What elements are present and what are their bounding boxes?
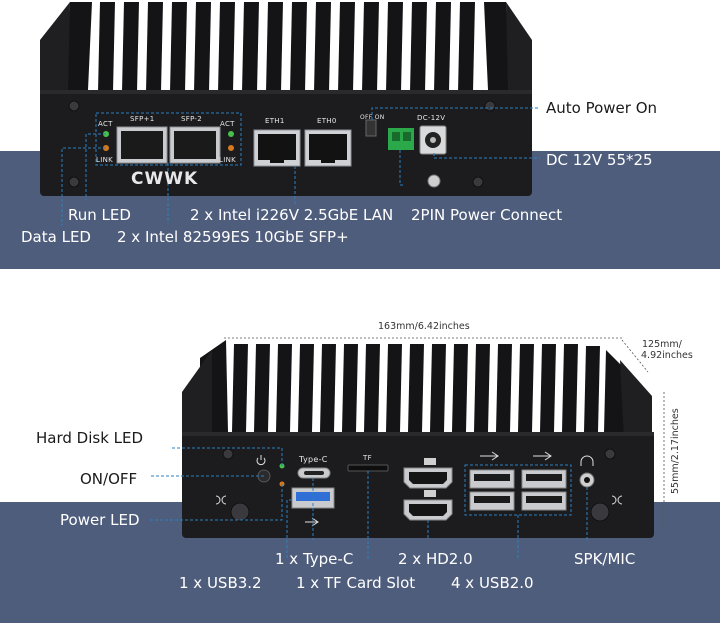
wifi-antenna-icon-left [215, 495, 227, 505]
ground-screw [427, 174, 441, 188]
wifi-antenna-icon-right [611, 495, 623, 505]
callout-type-c: 1 x Type-C [275, 550, 354, 568]
bottom-leader-lines [150, 447, 588, 560]
callout-spk-mic: SPK/MIC [574, 550, 636, 568]
callout-power-led: Power LED [60, 511, 140, 529]
label-off-on: OFF ON [360, 114, 385, 121]
bottom-panel-icons [215, 451, 623, 527]
callout-sfp: 2 x Intel 82599ES 10GbE SFP+ [117, 228, 349, 246]
callout-usb32: 1 x USB3.2 [179, 574, 262, 592]
bottom-screw-bl [230, 502, 250, 522]
tf-card-slot [347, 464, 389, 472]
label-type-c: Type-C [299, 455, 328, 464]
dimension-lines [224, 337, 665, 528]
callout-dc-jack: DC 12V 55*25 [546, 151, 653, 169]
callout-data-led: Data LED [21, 228, 91, 246]
callout-hdd-led: Hard Disk LED [36, 429, 144, 447]
dimension-depth-line2: 4.92inches [641, 350, 693, 361]
label-eth0: ETH0 [317, 117, 337, 125]
top-chassis-left-side [40, 2, 70, 92]
hdmi-logo-icon-2 [424, 490, 436, 497]
callout-auto-power-on: Auto Power On [546, 99, 658, 117]
hdmi-logo-icon-1 [424, 458, 436, 465]
eth-ports [253, 129, 352, 167]
top-chassis-right-side [506, 2, 532, 92]
label-act-left: ACT [98, 120, 113, 128]
top-heatsink-fins [66, 2, 510, 92]
callout-usb20: 4 x USB2.0 [451, 574, 534, 592]
label-act-right: ACT [220, 120, 235, 128]
label-sfp1: SFP+1 [130, 115, 155, 123]
label-dc-rating: DC-12V [417, 114, 446, 122]
top-screw-tl [68, 100, 80, 112]
bottom-chassis-left-side [182, 350, 212, 440]
data-led-right [228, 145, 234, 151]
top-screw-bl [68, 176, 80, 188]
auto-power-switch [365, 119, 377, 137]
dimension-height: 55mm/2.17inches [670, 408, 681, 494]
usb-symbol-icon-2 [480, 451, 499, 461]
callout-hdmi: 2 x HD2.0 [398, 550, 473, 568]
sfp-highlight-box [95, 112, 242, 166]
callout-power-connect: 2PIN Power Connect [411, 206, 563, 224]
label-link-left: LINK [96, 156, 113, 164]
bottom-screw-tl [222, 448, 234, 460]
label-link-right: LINK [219, 156, 236, 164]
callout-run-led: Run LED [68, 206, 131, 224]
usb-symbol-icon-3 [533, 451, 552, 461]
bottom-heatsink-fins [200, 340, 634, 432]
top-leader-lines [61, 107, 540, 226]
hdmi-ports [403, 467, 453, 521]
label-sfp2: SFP-2 [181, 115, 203, 123]
top-screw-br [472, 176, 484, 188]
label-eth1: ETH1 [265, 117, 285, 125]
usb20-ports [469, 469, 567, 511]
dimension-width: 163mm/6.42inches [378, 321, 470, 332]
usb20-highlight-box [464, 464, 572, 516]
headphone-icon [580, 455, 594, 466]
callout-tf-slot: 1 x TF Card Slot [296, 574, 416, 592]
bottom-screw-tr [604, 448, 616, 460]
power-symbol-icon [256, 457, 266, 466]
bottom-screw-br [590, 502, 610, 522]
callout-on-off: ON/OFF [80, 470, 138, 488]
bottom-chassis-right-side [620, 360, 652, 440]
run-led-right [228, 131, 234, 137]
dimension-depth-line1: 125mm/ [642, 339, 682, 350]
callout-lan: 2 x Intel i226V 2.5GbE LAN [190, 206, 394, 224]
cwwk-logo: CWWK [131, 169, 199, 189]
usb-symbol-icon [305, 517, 319, 527]
label-tf: TF [363, 454, 372, 462]
sfp-cages [116, 126, 221, 164]
